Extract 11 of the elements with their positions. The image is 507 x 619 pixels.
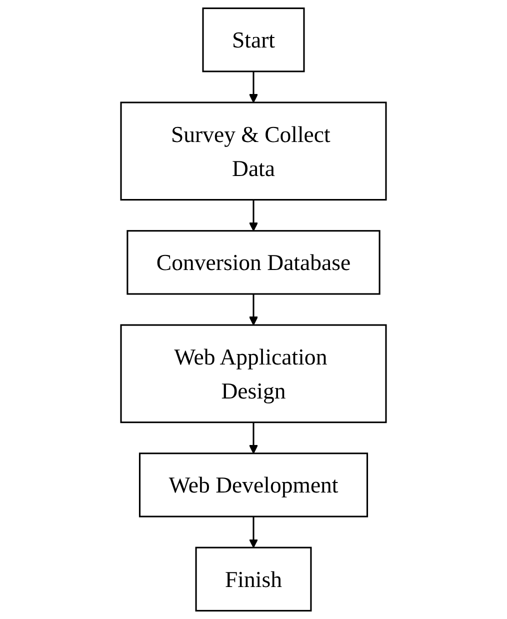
node-box xyxy=(202,8,305,72)
node-box xyxy=(195,546,312,612)
node-box xyxy=(120,102,387,201)
arrow xyxy=(248,422,258,454)
arrow xyxy=(248,71,258,103)
node-box xyxy=(126,230,380,295)
arrow xyxy=(248,200,258,232)
arrow xyxy=(248,516,258,548)
node-box xyxy=(138,452,368,518)
node-box xyxy=(120,324,387,424)
arrow xyxy=(248,294,258,326)
